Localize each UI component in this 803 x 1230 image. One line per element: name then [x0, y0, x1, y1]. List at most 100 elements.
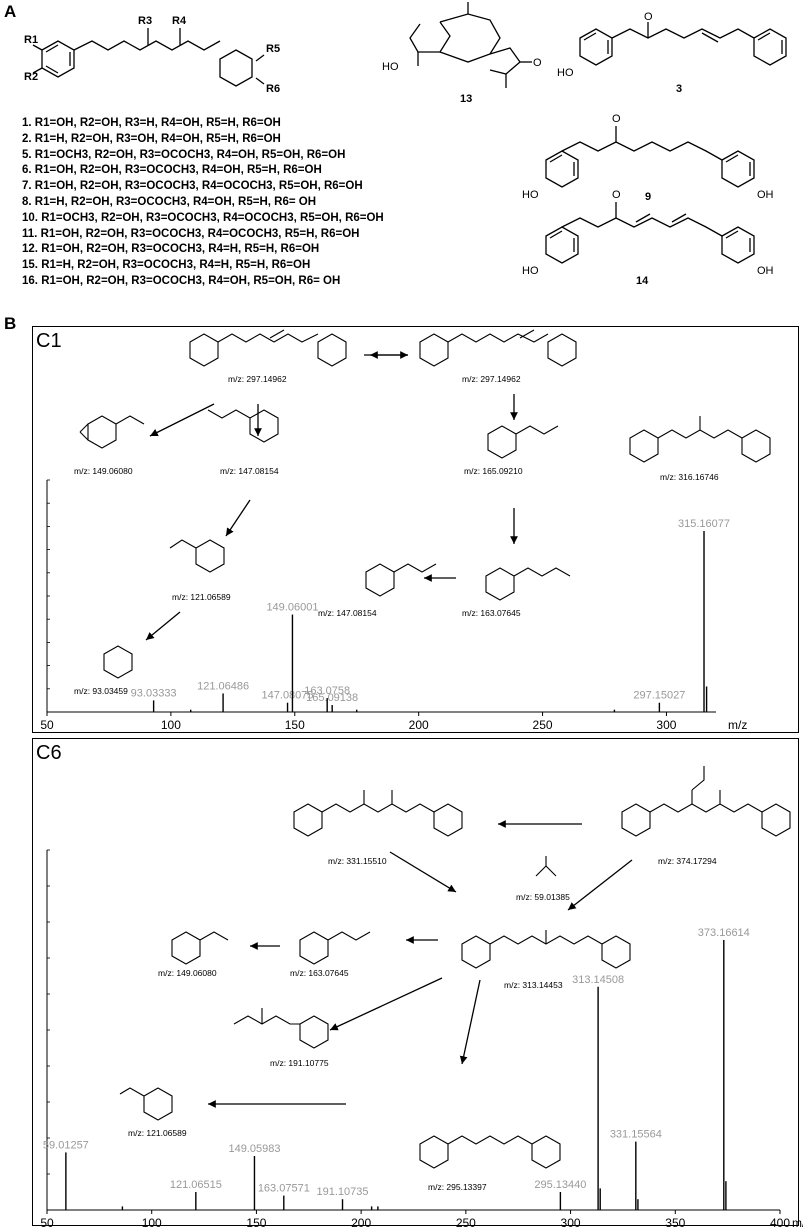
panel-a-label: A: [4, 2, 17, 21]
compound-substituents: R1=OH, R2=OH, R3=OCOCH3, R4=OCOCH3, R5=O…: [34, 180, 363, 193]
c13-ho-label: HO: [382, 61, 399, 73]
x-tick-label: 300: [561, 1216, 581, 1230]
x-tick-label: 400: [770, 1216, 790, 1230]
compound-number: 11.: [22, 227, 41, 240]
compound-row: 5. R1=OCH3, R2=OH, R3=OCOCH3, R4=OH, R5=…: [22, 148, 384, 164]
compound-substituents: R1=OCH3, R2=OH, R3=OCOCH3, R4=OCOCH3, R5…: [41, 211, 384, 224]
compound-row: 15. R1=H, R2=OH, R3=OCOCH3, R4=H, R5=H, …: [22, 258, 384, 274]
compound-row: 7. R1=OH, R2=OH, R3=OCOCH3, R4=OCOCH3, R…: [22, 179, 384, 195]
peak-label: 163.0758: [304, 685, 350, 697]
compound-3-ring-right: [753, 28, 787, 66]
panel-a-structures: R1 R2 R3 R4 R5 R6 HO O 13 HO O 3 HO O OH…: [24, 2, 787, 287]
peak-label: 59.01257: [43, 1139, 89, 1151]
c1-frag-4: m/z: 147.08154: [220, 466, 279, 476]
c14-ho-label: HO: [522, 265, 539, 277]
c14-o-label: O: [612, 189, 621, 201]
r2-label: R2: [24, 71, 38, 83]
c1-panel: [32, 326, 799, 733]
peak-label: 373.16614: [698, 927, 750, 939]
peak-label: 331.15564: [610, 1129, 662, 1141]
c6-frag-4: m/z: 149.06080: [158, 968, 217, 978]
compound-3-ring-left: [579, 28, 613, 66]
peak-label: 163.07571: [258, 1183, 310, 1195]
c6-frag-5: m/z: 163.07645: [290, 968, 349, 978]
r3-label: R3: [138, 15, 152, 27]
compound-3-number: 3: [676, 83, 682, 95]
compound-substituents: R1=OCH3, R2=OH, R3=OCOCH3, R4=OH, R5=OH,…: [34, 148, 346, 161]
compound-substituents: R1=H, R2=OH, R3=OH, R4=OH, R5=H, R6=OH: [34, 132, 281, 145]
x-tick-label: 150: [285, 718, 305, 732]
c1-frag-3: m/z: 149.06080: [74, 466, 133, 476]
peak-label: 93.03333: [131, 687, 177, 699]
peak-label: 147.08075: [262, 690, 314, 702]
peak-label: 297.15027: [633, 690, 685, 702]
x-tick-label: 250: [533, 718, 553, 732]
compound-row: 1. R1=OH, R2=OH, R3=H, R4=OH, R5=H, R6=O…: [22, 116, 384, 132]
compound-substituents: R1=H, R2=OH, R3=OCOCH3, R4=H, R5=H, R6=O…: [41, 259, 311, 272]
c1-frag-8: m/z: 147.08154: [318, 608, 377, 618]
compound-substituents: R1=OH, R2=OH, R3=H, R4=OH, R5=H, R6=OH: [34, 117, 281, 129]
x-tick-label: 50: [40, 718, 54, 732]
compound-number: 6.: [22, 164, 35, 177]
c6-frag-2: m/z: 374.17294: [658, 856, 717, 866]
c9-ho-label: HO: [522, 189, 539, 201]
peak-label: 121.06515: [170, 1179, 222, 1191]
x-tick-label: 150: [246, 1216, 266, 1230]
peak-label: 165.09138: [306, 692, 358, 704]
c1-frag-5: m/z: 165.09210: [464, 466, 523, 476]
c1-frag-10: m/z: 93.03459: [74, 686, 128, 696]
compound-number: 10.: [22, 211, 42, 224]
c13-o-label: O: [533, 57, 542, 69]
c6-frag-1: m/z: 331.15510: [328, 856, 387, 866]
panel-b-label: B: [4, 314, 17, 333]
c6-spectrum: 50100150200250300350400m/z59.01257121.06…: [40, 849, 803, 1230]
x-axis-label: m/z: [728, 718, 747, 732]
c1-fragment-structures: [79, 329, 771, 679]
compound-substituents: R1=OH, R2=OH, R3=OCOCH3, R4=OH, R5=H, R6…: [34, 164, 322, 177]
c6-title: C6: [36, 742, 62, 764]
compound-14-ring-right: [721, 226, 755, 264]
compound-row: 12. R1=OH, R2=OH, R3=OCOCH3, R4=H, R5=H,…: [22, 242, 384, 258]
compound-substituents: R1=OH, R2=OH, R3=OCOCH3, R4=H, R5=H, R6=…: [41, 243, 320, 256]
c14-oh-label: OH: [757, 265, 774, 277]
compound-row: 8. R1=H, R2=OH, R3=OCOCH3, R4=OH, R5=H, …: [22, 195, 384, 211]
c3-o-label: O: [644, 11, 653, 23]
r4-label: R4: [172, 15, 187, 27]
compound-number: 8.: [22, 195, 35, 208]
compound-row: 11. R1=OH, R2=OH, R3=OCOCH3, R4=OCOCH3, …: [22, 227, 384, 243]
x-tick-label: 200: [409, 718, 429, 732]
benzene-ring-right: [219, 49, 253, 87]
c1-title: C1: [36, 330, 62, 352]
compound-row: 2. R1=H, R2=OH, R3=OH, R4=OH, R5=H, R6=O…: [22, 132, 384, 148]
compound-number: 2.: [22, 132, 35, 145]
peak-label: 149.06001: [266, 602, 318, 614]
c6-panel: [32, 738, 799, 1226]
compound-number: 5.: [22, 148, 35, 161]
compound-9-ring-right: [721, 150, 755, 188]
c1-frag-2: m/z: 297.14962: [462, 374, 521, 384]
compound-number: 12.: [22, 243, 42, 256]
peak-label: 313.14508: [572, 974, 624, 986]
c6-frag-6: m/z: 313.14453: [504, 980, 563, 990]
c6-arrows: [208, 820, 633, 1108]
c9-o-label: O: [612, 113, 621, 125]
c6-fragment-structures: [119, 766, 791, 1169]
x-tick-label: 50: [40, 1216, 54, 1230]
x-tick-label: 300: [656, 718, 676, 732]
c6-frag-8: m/z: 295.13397: [428, 1182, 487, 1192]
c3-ho-label: HO: [557, 67, 574, 79]
c1-frag-7: m/z: 121.06589: [172, 592, 231, 602]
c1-frag-1: m/z: 297.14962: [228, 374, 287, 384]
compound-14-number: 14: [636, 275, 649, 287]
peak-label: 149.05983: [228, 1143, 280, 1155]
c1-frag-9: m/z: 163.07645: [462, 608, 521, 618]
x-tick-label: 350: [665, 1216, 685, 1230]
compound-number: 16.: [22, 274, 42, 287]
peak-label: 121.06486: [197, 680, 249, 692]
x-tick-label: 200: [351, 1216, 371, 1230]
r6-label: R6: [266, 83, 280, 95]
r5-label: R5: [266, 43, 280, 55]
c6-frag-3: m/z: 59.01385: [516, 892, 570, 902]
c1-arrows: [145, 351, 518, 641]
